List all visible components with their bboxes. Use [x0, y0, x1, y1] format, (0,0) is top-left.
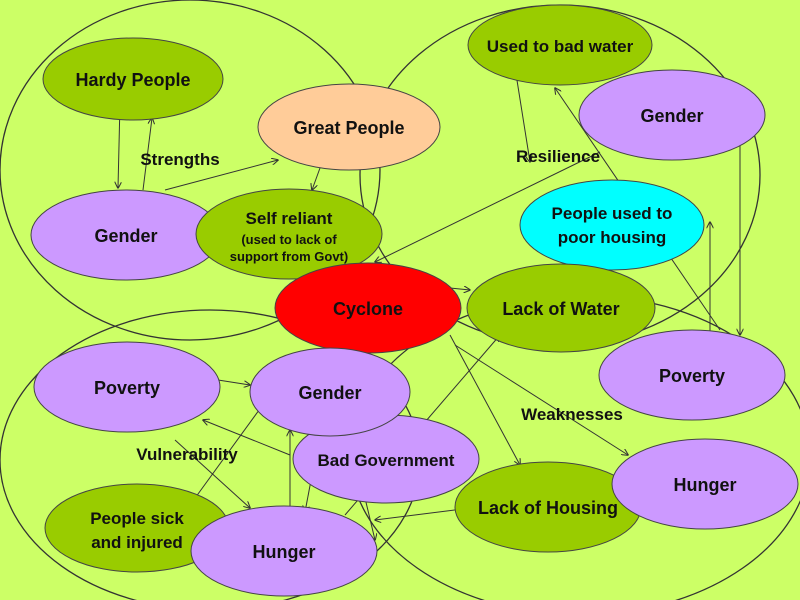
hunger-vulnerability-node	[190, 505, 378, 597]
hunger-weaknesses-node	[611, 438, 799, 530]
great-people-label: Great People	[293, 118, 404, 138]
self-reliant-label: Self reliant	[246, 209, 333, 228]
hunger-weaknesses-label: Hunger	[674, 475, 737, 495]
strengths-region	[0, 0, 381, 341]
self-reliant-node	[195, 188, 383, 280]
gender-resilience-node	[578, 69, 766, 161]
lack-of-water-label: Lack of Water	[502, 299, 619, 319]
self-reliant-sub-label-2: support from Govt)	[230, 249, 348, 264]
poverty-vulnerability-node	[33, 341, 221, 433]
weaknesses-label: Weaknesses	[521, 405, 623, 424]
lack-of-water-node	[466, 263, 656, 353]
strengths-label: Strengths	[140, 150, 219, 169]
resilience-label: Resilience	[516, 147, 600, 166]
people-sick-label-2: and injured	[91, 533, 183, 552]
self-reliant-sub-label-1: (used to lack of	[241, 232, 337, 247]
gender-center-label: Gender	[298, 383, 361, 403]
poverty-weaknesses-label: Poverty	[659, 366, 725, 386]
bad-government-label: Bad Government	[318, 451, 455, 470]
used-to-bad-water-node	[467, 4, 653, 86]
cyclone-label: Cyclone	[333, 299, 403, 319]
people-used-to-poor-housing-node	[519, 179, 705, 271]
vulnerability-label: Vulnerability	[136, 445, 238, 464]
hunger-vulnerability-label: Hunger	[253, 542, 316, 562]
poverty-weaknesses-node	[598, 329, 786, 421]
people-sick-label-1: People sick	[90, 509, 184, 528]
great-people-node	[257, 83, 441, 171]
hardy-people-node	[42, 37, 224, 121]
hardy-people-label: Hardy People	[75, 70, 190, 90]
used-to-bad-water-label: Used to bad water	[487, 37, 634, 56]
people-used-to-poor-housing-label-2: poor housing	[558, 228, 667, 247]
poverty-vulnerability-label: Poverty	[94, 378, 160, 398]
gender-resilience-label: Gender	[640, 106, 703, 126]
people-used-to-poor-housing-label-1: People used to	[552, 204, 673, 223]
lack-of-housing-label: Lack of Housing	[478, 498, 618, 518]
gender-center-node	[249, 347, 411, 437]
gender-strengths-label: Gender	[94, 226, 157, 246]
